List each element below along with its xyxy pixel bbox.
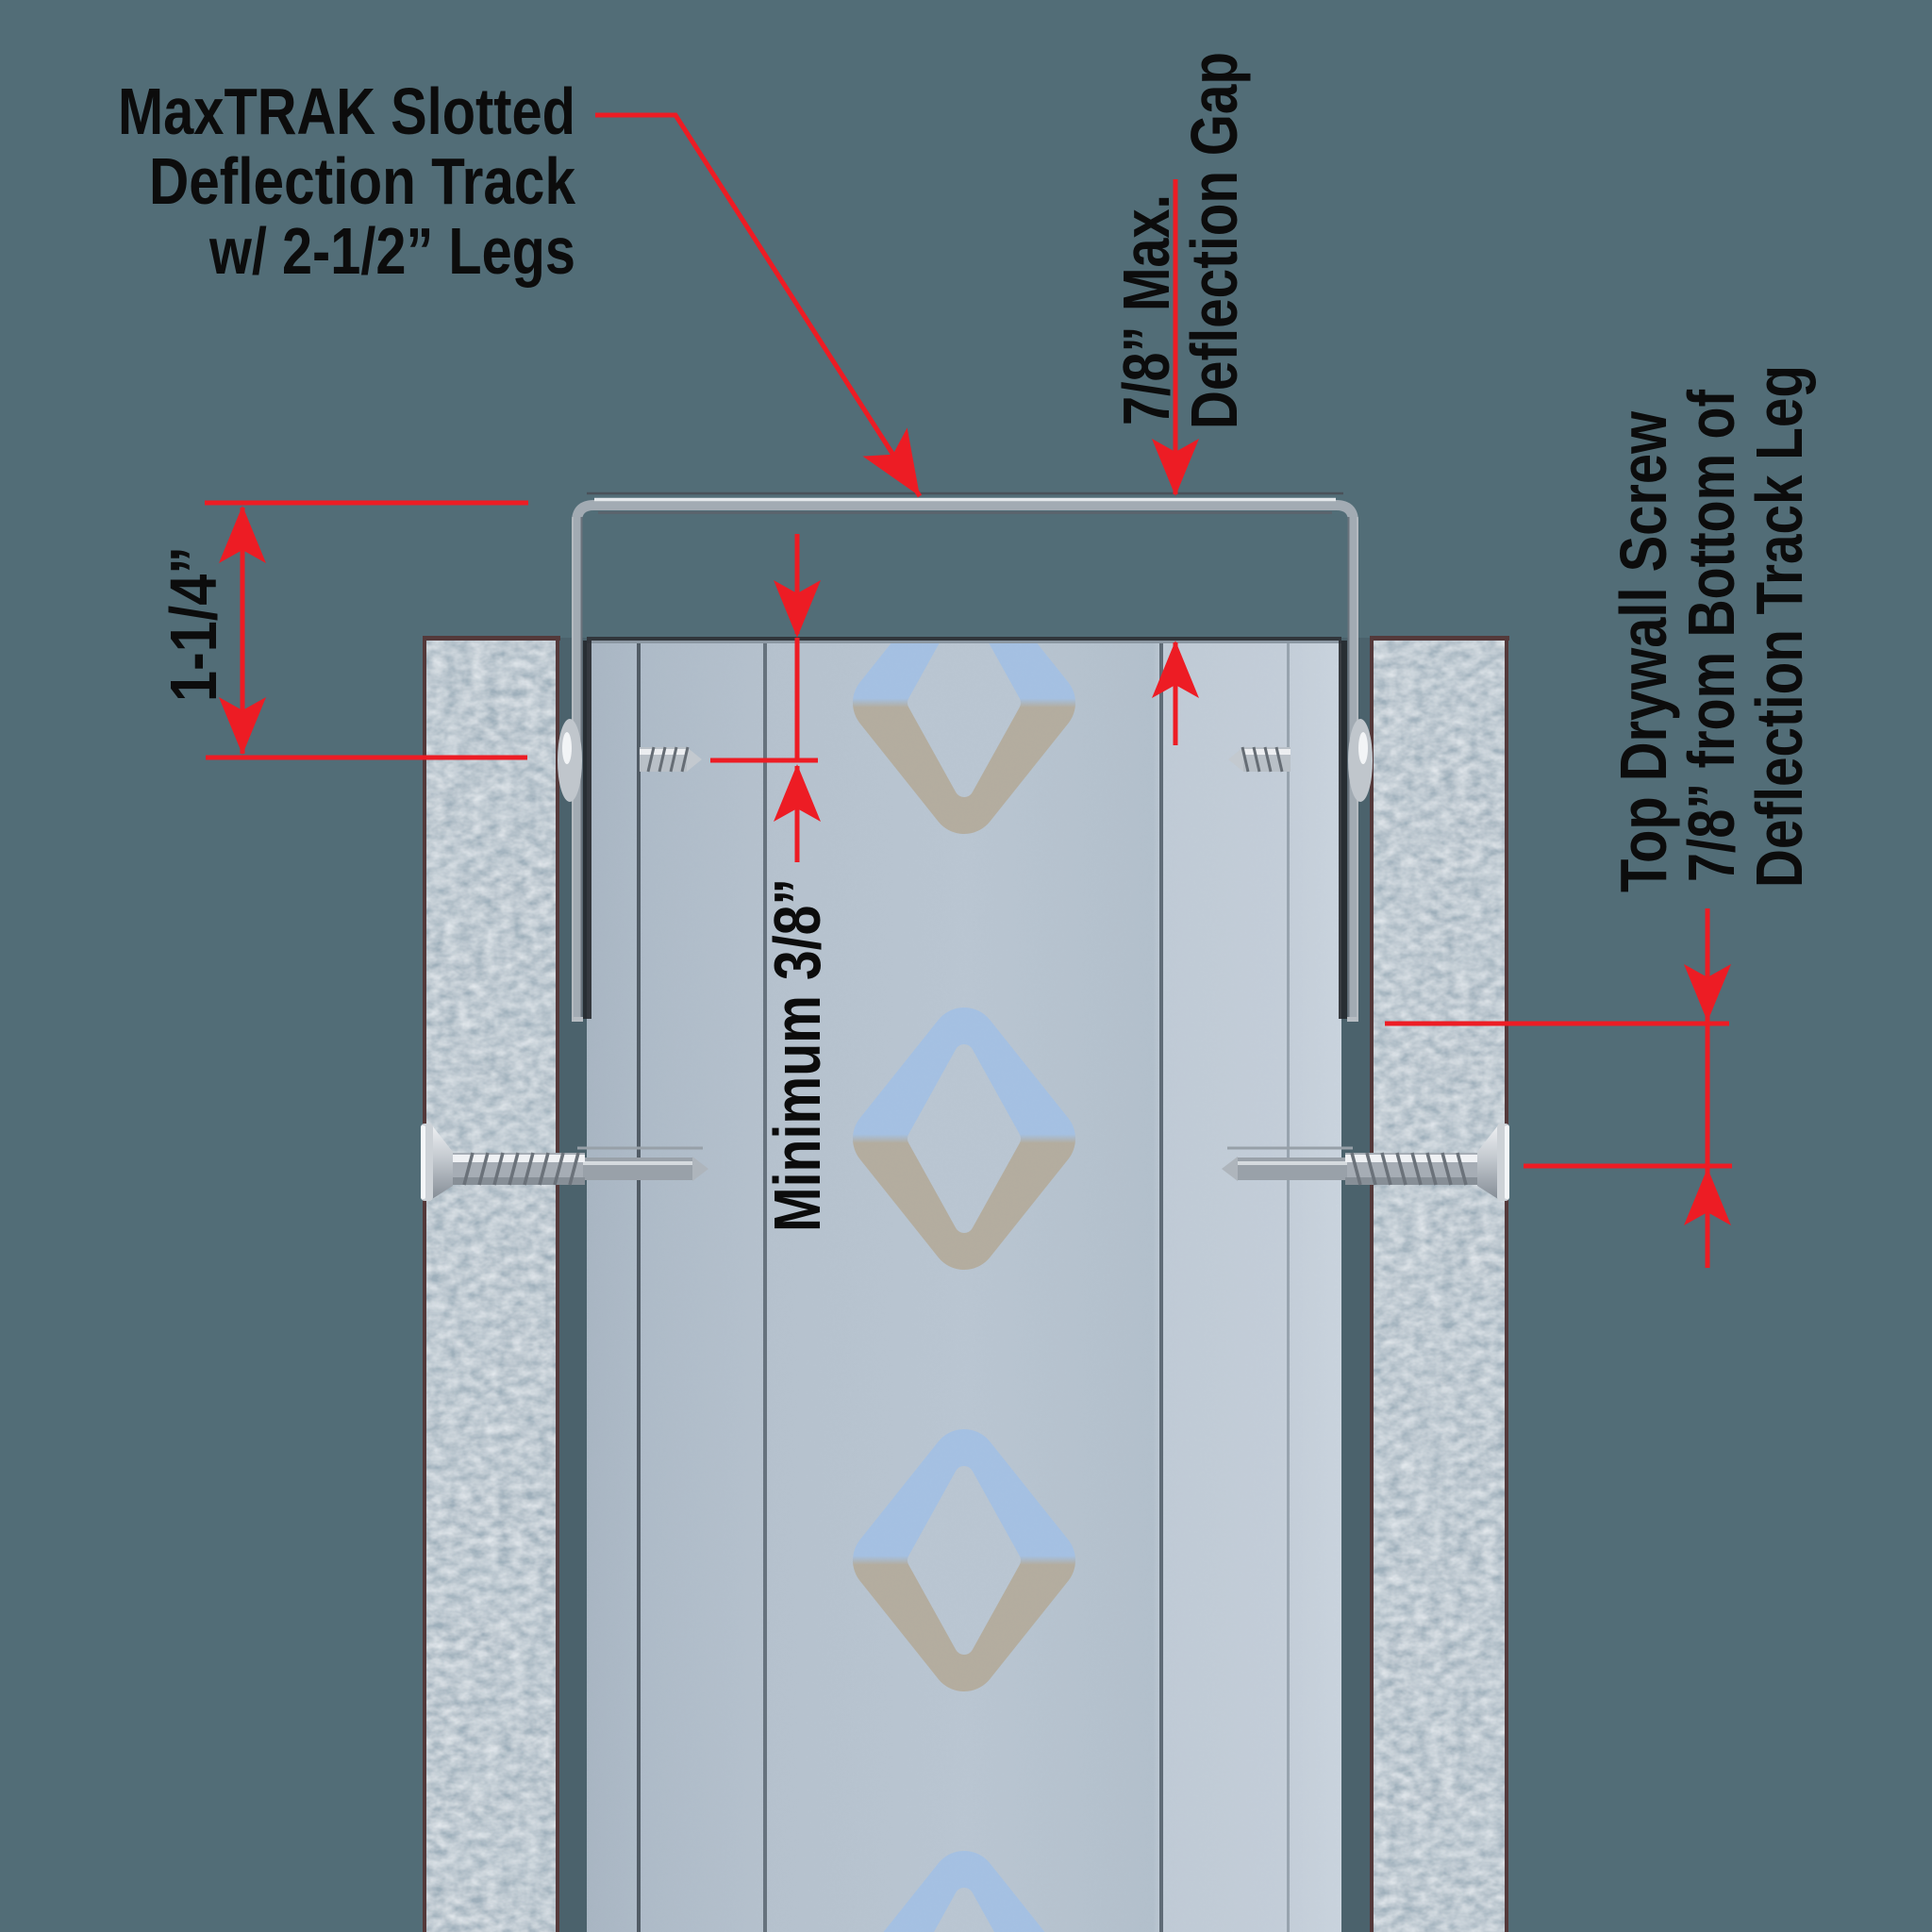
svg-text:Minimum 3/8”: Minimum 3/8” [760, 878, 834, 1232]
svg-text:MaxTRAK Slotted: MaxTRAK Slotted [118, 75, 575, 148]
svg-text:7/8” Max.: 7/8” Max. [1109, 194, 1183, 425]
svg-text:Deflection Track: Deflection Track [149, 144, 575, 218]
svg-text:7/8” from Bottom of: 7/8” from Bottom of [1674, 389, 1748, 882]
svg-text:Deflection Gap: Deflection Gap [1177, 52, 1251, 429]
svg-text:Top Drywall Screw: Top Drywall Screw [1607, 411, 1680, 892]
svg-text:1-1/4”: 1-1/4” [157, 546, 230, 702]
svg-text:Deflection Track Leg: Deflection Track Leg [1742, 365, 1816, 888]
svg-text:w/ 2-1/2” Legs: w/ 2-1/2” Legs [208, 214, 575, 288]
